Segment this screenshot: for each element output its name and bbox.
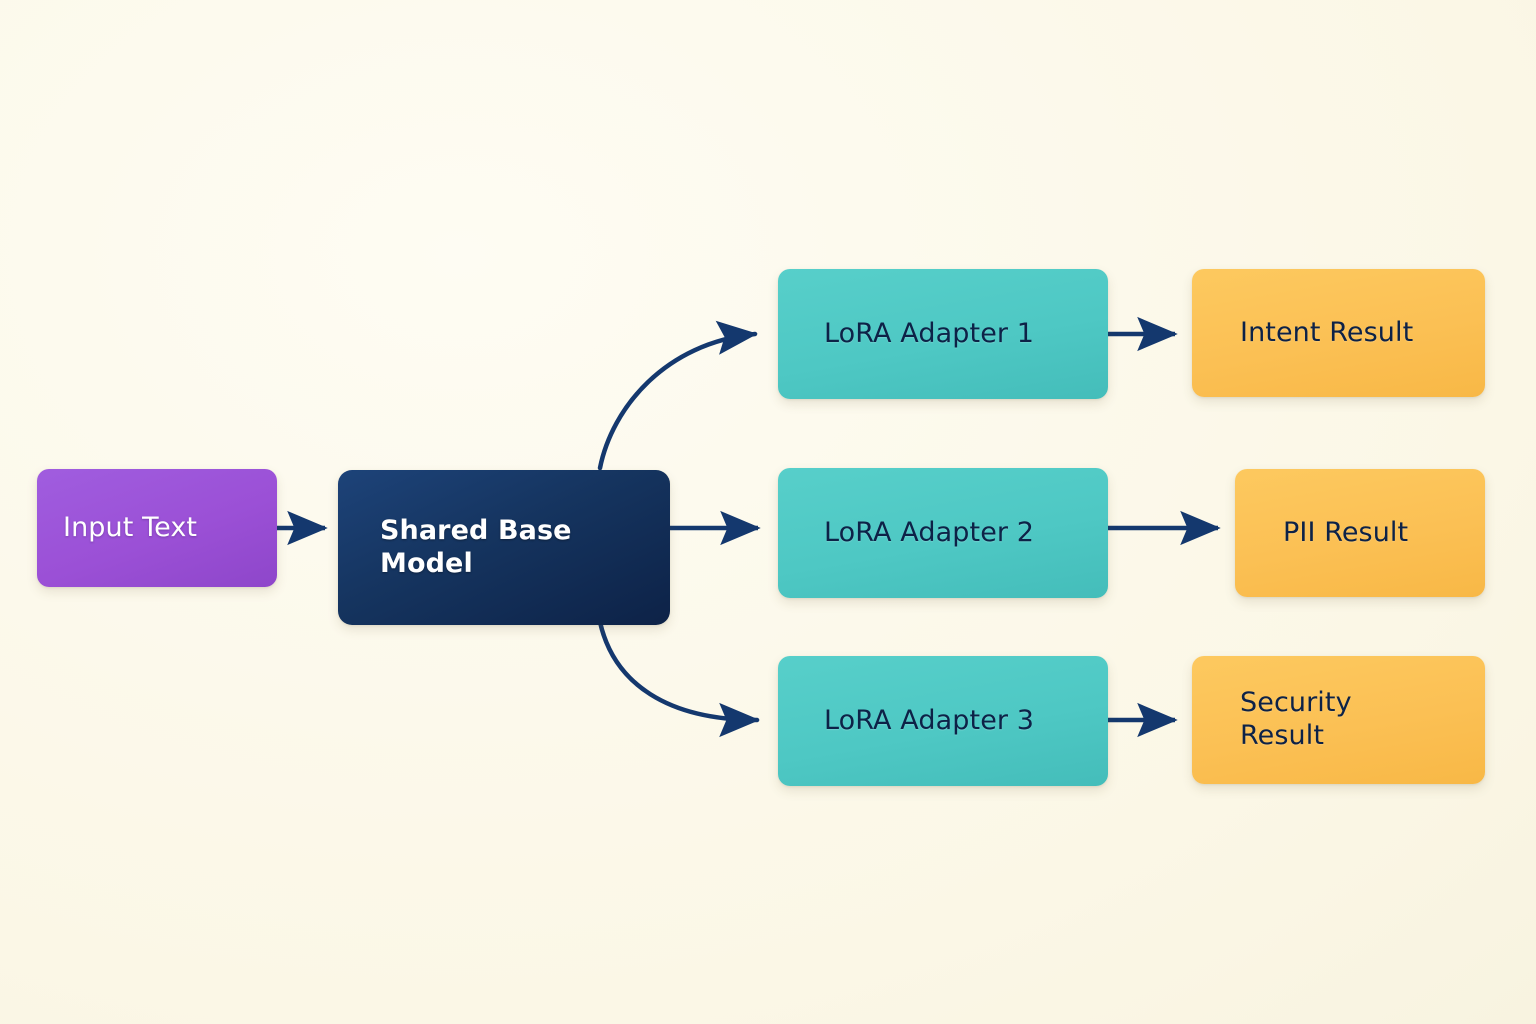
node-security-result[interactable]: Security Result xyxy=(1192,656,1485,784)
node-intent-result-label: Intent Result xyxy=(1240,316,1414,348)
node-input-text-label: Input Text xyxy=(63,511,198,543)
edge-base-to-adapter-3 xyxy=(597,619,760,738)
node-security-result-label: Security Result xyxy=(1240,687,1352,751)
node-lora-adapter-1-label: LoRA Adapter 1 xyxy=(824,317,1035,349)
node-shared-base-model-label-line1: Shared Base xyxy=(380,514,572,546)
node-lora-adapter-2[interactable]: LoRA Adapter 2 xyxy=(778,468,1108,598)
node-pii-result[interactable]: PII Result xyxy=(1235,469,1485,597)
node-lora-adapter-2-label: LoRA Adapter 2 xyxy=(824,516,1035,548)
edge-base-to-adapter-1 xyxy=(597,320,758,471)
node-intent-result[interactable]: Intent Result xyxy=(1192,269,1485,397)
node-lora-adapter-3-label: LoRA Adapter 3 xyxy=(824,704,1035,736)
node-lora-adapter-3[interactable]: LoRA Adapter 3 xyxy=(778,656,1108,786)
node-pii-result-label: PII Result xyxy=(1283,516,1409,548)
node-lora-adapter-1[interactable]: LoRA Adapter 1 xyxy=(778,269,1108,399)
node-shared-base-model-label-line2: Model xyxy=(380,547,473,579)
node-input-text[interactable]: Input Text xyxy=(37,469,277,587)
